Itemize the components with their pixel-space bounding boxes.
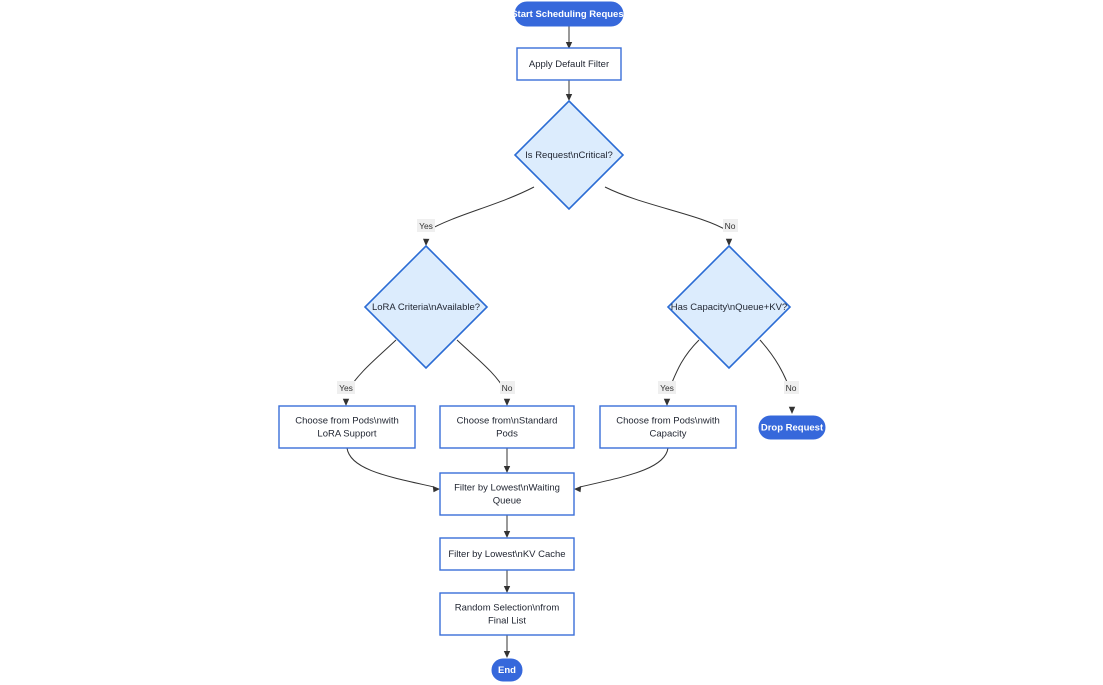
edge-label-background — [784, 381, 799, 394]
node-is-request-critical[interactable]: Is Request\nCritical? — [513, 99, 625, 211]
node-drop-request-shape[interactable] — [758, 415, 826, 440]
edge-arrowhead — [432, 486, 440, 493]
node-filter-kv-cache-label: Filter by Lowest\nKV Cache — [448, 549, 565, 560]
node-filter-kv-cache-shape[interactable] — [439, 537, 575, 571]
node-filter-kv-cache[interactable]: Filter by Lowest\nKV Cache — [439, 537, 575, 571]
node-lora-criteria-available-label: LoRA Criteria\nAvailable? — [372, 302, 480, 313]
node-start-label: Start Scheduling Request — [511, 9, 627, 20]
node-random-selection-label-line2: Final List — [488, 616, 526, 627]
node-end-shape[interactable] — [491, 658, 523, 682]
edge-label-background — [500, 381, 515, 394]
node-is-request-critical-shape[interactable] — [513, 99, 625, 211]
edge-layer — [342, 26, 796, 658]
edge-arrowhead — [503, 651, 511, 658]
node-end-label: End — [498, 665, 516, 676]
edge-label-background — [417, 219, 435, 232]
edge-is-request-critical-to-has-capacity-no — [604, 186, 729, 232]
edge-label-no-lora: No — [502, 383, 513, 393]
node-choose-pods-capacity[interactable]: Choose from Pods\nwith Capacity — [599, 405, 737, 449]
node-drop-request[interactable]: Drop Request — [758, 415, 826, 440]
node-end[interactable]: End — [491, 658, 523, 682]
node-choose-standard-pods[interactable]: Choose from\nStandard Pods — [439, 405, 575, 449]
node-random-selection-shape[interactable] — [439, 592, 575, 636]
node-has-capacity-label: Has Capacity\nQueue+KV? — [671, 302, 787, 313]
node-choose-standard-pods-label-line1: Choose from\nStandard — [457, 416, 558, 427]
node-start-shape[interactable] — [514, 1, 624, 27]
edge-label-yes-lora: Yes — [339, 383, 353, 393]
node-choose-pods-capacity-label-line1: Choose from Pods\nwith — [616, 416, 720, 427]
edge-choose-pods-capacity-to-filter-waiting-queue — [579, 447, 669, 488]
node-apply-default-filter-shape[interactable] — [516, 47, 622, 81]
node-apply-default-filter-label: Apply Default Filter — [529, 59, 609, 70]
node-choose-pods-capacity-shape[interactable] — [599, 405, 737, 449]
node-random-selection[interactable]: Random Selection\nfrom Final List — [439, 592, 575, 636]
edge-arrowhead — [574, 486, 582, 493]
edge-arrowhead — [503, 466, 511, 473]
edge-arrowhead — [503, 586, 511, 593]
node-has-capacity-shape[interactable] — [666, 244, 792, 370]
node-lora-criteria-available-shape[interactable] — [363, 244, 489, 370]
node-choose-pods-lora-label-line2: LoRA Support — [317, 429, 377, 440]
node-drop-request-label: Drop Request — [761, 423, 824, 434]
edge-label-layer: Yes No Yes No Yes No — [337, 219, 799, 394]
node-start[interactable]: Start Scheduling Request — [511, 1, 628, 27]
edge-arrowhead — [565, 42, 573, 49]
node-random-selection-label-line1: Random Selection\nfrom — [455, 603, 560, 614]
node-choose-pods-lora-shape[interactable] — [278, 405, 416, 449]
node-choose-pods-capacity-label-line2: Capacity — [650, 429, 687, 440]
edge-lora-criteria-to-choose-standard-pods-no — [456, 339, 507, 393]
node-is-request-critical-label: Is Request\nCritical? — [525, 150, 613, 161]
edge-arrowhead — [725, 238, 733, 246]
edge-arrowhead — [423, 238, 430, 246]
edge-arrowhead — [342, 398, 350, 406]
edge-label-yes-capacity: Yes — [660, 383, 674, 393]
node-filter-waiting-queue-shape[interactable] — [439, 472, 575, 516]
edge-label-no-critical: No — [725, 221, 736, 231]
edge-arrowhead — [788, 406, 796, 414]
edge-label-no-capacity: No — [786, 383, 797, 393]
edge-label-background — [337, 381, 355, 394]
edge-arrowhead — [565, 94, 573, 101]
edge-arrowhead — [503, 531, 511, 538]
edge-arrowhead — [663, 398, 671, 406]
node-has-capacity[interactable]: Has Capacity\nQueue+KV? — [666, 244, 792, 370]
node-choose-pods-lora[interactable]: Choose from Pods\nwith LoRA Support — [278, 405, 416, 449]
node-filter-waiting-queue-label-line1: Filter by Lowest\nWaiting — [454, 483, 560, 494]
node-lora-criteria-available[interactable]: LoRA Criteria\nAvailable? — [363, 244, 489, 370]
node-apply-default-filter[interactable]: Apply Default Filter — [516, 47, 622, 81]
edge-choose-pods-lora-to-filter-waiting-queue — [346, 447, 435, 488]
edge-arrowhead — [503, 398, 511, 406]
node-choose-standard-pods-shape[interactable] — [439, 405, 575, 449]
edge-label-background — [658, 381, 676, 394]
edge-label-yes-critical: Yes — [419, 221, 433, 231]
node-choose-pods-lora-label-line1: Choose from Pods\nwith — [295, 416, 399, 427]
node-filter-waiting-queue[interactable]: Filter by Lowest\nWaiting Queue — [439, 472, 575, 516]
edge-is-request-critical-to-lora-criteria-yes — [426, 186, 535, 232]
edge-label-background — [723, 219, 738, 232]
node-layer: Start Scheduling Request Apply Default F… — [278, 1, 826, 682]
node-choose-standard-pods-label-line2: Pods — [496, 429, 518, 440]
node-filter-waiting-queue-label-line2: Queue — [493, 496, 522, 507]
